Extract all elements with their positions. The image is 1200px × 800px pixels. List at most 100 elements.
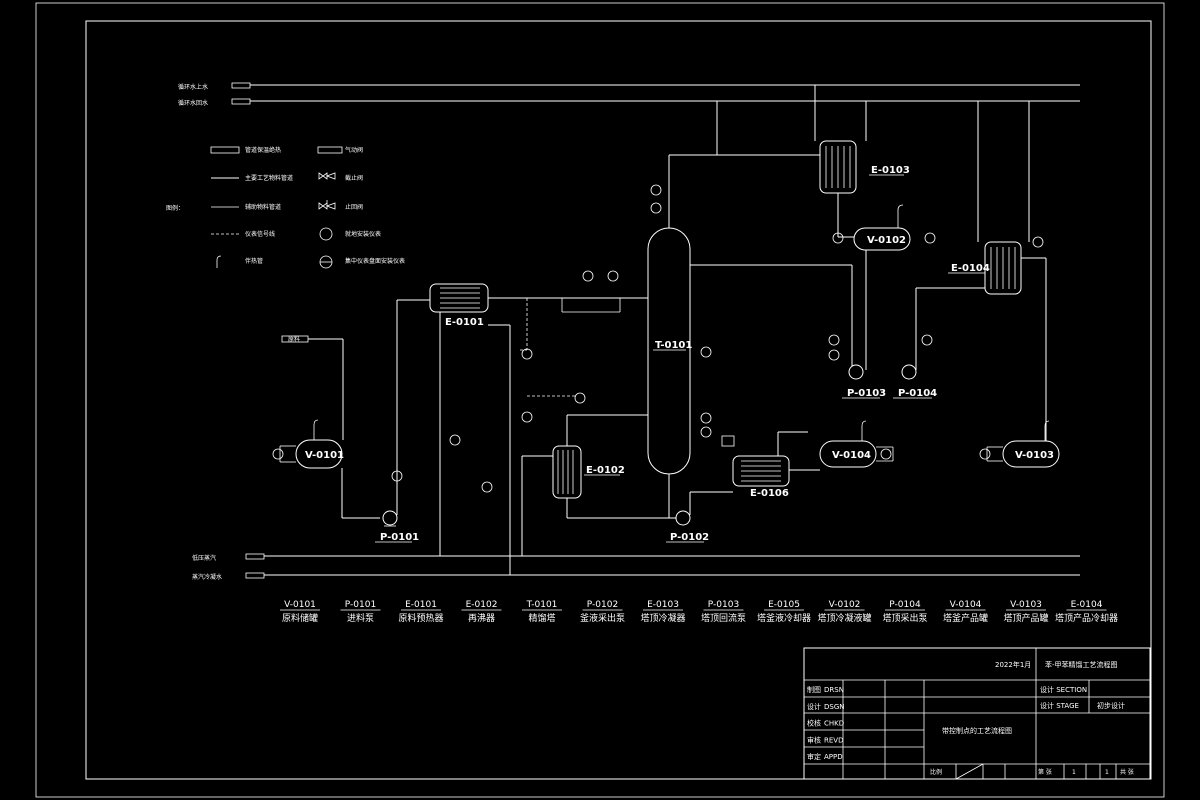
pump-p0104: P-0104 [893, 287, 985, 399]
equipment-list-name: 塔顶产品罐 [1003, 612, 1048, 624]
tb-role: 设计 [807, 702, 821, 711]
tag-p0103: P-0103 [847, 388, 886, 399]
tb-role-en: DSGN [824, 703, 845, 711]
tb-sheet-num: 1 [1072, 769, 1076, 776]
equipment-list-name: 原料预热器 [398, 612, 443, 624]
tag-e0102: E-0102 [586, 465, 625, 476]
vessel-v0101: V-0101 [272, 419, 380, 519]
legend-item: 就地安装仪表 [345, 230, 381, 238]
cooler-e0104: E-0104 [948, 101, 1047, 441]
tag-v0104: V-0104 [832, 450, 871, 461]
steam-condensate-label: 蒸汽冷凝水 [192, 573, 222, 581]
exchanger-e0106: E-0106 [721, 431, 820, 499]
circ-water-supply-label: 循环水上水 [178, 83, 208, 91]
tag-v0101: V-0101 [305, 450, 344, 461]
tb-drawing-title: 苯-甲苯精馏工艺流程图 [1045, 660, 1118, 669]
tag-e0106: E-0106 [750, 488, 789, 499]
equipment-list-tag: E-0103 [647, 600, 679, 610]
insulation-symbol [231, 98, 251, 105]
tb-stage-label: 设计 STAGE [1040, 701, 1079, 710]
feed-valve-station [520, 270, 621, 360]
circ-water-return-label: 循环水回水 [178, 99, 208, 107]
outer-frame [35, 2, 1165, 798]
equipment-list-tag: E-0101 [405, 600, 437, 610]
insulation-symbol [245, 572, 265, 579]
tag-v0102: V-0102 [867, 235, 906, 246]
column-t0101: T-0101 [647, 101, 852, 518]
equipment-list-tag: P-0103 [708, 600, 739, 610]
legend-item: 辅助物料管道 [245, 203, 281, 211]
equipment-list-tag: E-0102 [466, 600, 498, 610]
tb-role-en: REVD [824, 736, 843, 744]
tag-p0102: P-0102 [670, 532, 709, 543]
tag-e0104: E-0104 [951, 263, 990, 274]
condenser-e0103: E-0103 [814, 85, 910, 238]
equipment-list: V-0101原料储罐P-0101进料泵E-0101原料预热器E-0102再沸器T… [280, 600, 1118, 624]
inner-frame [85, 20, 1152, 780]
equipment-list-tag: V-0103 [1010, 600, 1042, 610]
equipment-list-name: 塔釜产品罐 [943, 612, 988, 624]
tb-stage-value: 初步设计 [1097, 701, 1125, 710]
equipment-list-name: 塔顶产品冷却器 [1055, 612, 1118, 624]
tb-sub-title: 带控制点的工艺流程图 [942, 726, 1012, 735]
equipment-list-name: 精馏塔 [528, 612, 555, 624]
legend-item: 集中仪表盘面安装仪表 [345, 257, 405, 265]
tag-e0103: E-0103 [871, 165, 910, 176]
tb-role: 制图 [807, 685, 821, 694]
equipment-list-name: 塔顶采出泵 [882, 612, 927, 624]
tb-role: 校核 [807, 719, 821, 728]
reboiler-e0102: E-0102 [481, 392, 677, 556]
legend-item: 仪表信号线 [245, 230, 275, 238]
equipment-list-tag: E-0104 [1071, 600, 1103, 610]
equipment-list-tag: P-0104 [889, 600, 921, 610]
tb-role: 审定 [807, 752, 821, 761]
legend-item: 截止阀 [345, 174, 363, 182]
tb-scale-label: 比例 [930, 768, 942, 776]
feed-label: 原料 [288, 335, 300, 343]
tag-t0101: T-0101 [655, 340, 692, 351]
equipment-list-tag: P-0101 [345, 600, 376, 610]
legend-item: 主要工艺物料管道 [245, 174, 293, 182]
tb-sheet-total: 1 [1105, 769, 1109, 776]
tb-role-en: DRSN [824, 686, 844, 694]
equipment-list-name: 再沸器 [468, 612, 495, 624]
tb-role-en: CHKD [824, 720, 844, 728]
pump-p0101: P-0101 [375, 299, 430, 543]
insulation-symbol [231, 82, 251, 89]
tb-date: 2022年1月 [995, 660, 1031, 669]
equipment-list-tag: T-0101 [526, 600, 558, 610]
equipment-list-tag: V-0101 [284, 600, 316, 610]
tb-role-en: APPD [824, 753, 843, 761]
legend-item: 伴热管 [245, 257, 263, 265]
legend-item: 气动阀 [345, 146, 363, 154]
tag-p0101: P-0101 [380, 532, 419, 543]
tag-p0104: P-0104 [898, 388, 937, 399]
pump-p0103: P-0103 [828, 334, 886, 399]
equipment-list-name: 塔顶冷凝液罐 [817, 612, 871, 624]
equipment-list-name: 塔顶回流泵 [701, 612, 746, 624]
equipment-list-tag: V-0102 [829, 600, 861, 610]
tb-role: 审核 [807, 735, 821, 744]
vessel-v0104: V-0104 [819, 420, 894, 468]
equipment-list-name: 塔釜液冷却器 [757, 612, 811, 624]
equipment-list-tag: P-0102 [587, 600, 618, 610]
tag-v0103: V-0103 [1015, 450, 1054, 461]
legend-item: 管道保温绝热 [245, 146, 281, 154]
equipment-list-name: 塔顶冷凝器 [640, 612, 685, 624]
insulation-symbol [245, 553, 265, 560]
equipment-list-name: 釜液采出泵 [580, 612, 625, 624]
low-pressure-steam-label: 低压蒸汽 [192, 554, 216, 562]
equipment-list-tag: V-0104 [950, 600, 982, 610]
legend-title: 图例： [166, 204, 184, 212]
vessel-v0103: V-0103 [979, 420, 1060, 468]
equipment-list-name: 进料泵 [347, 612, 374, 624]
tb-section-label: 设计 SECTION [1040, 685, 1087, 694]
tag-e0101: E-0101 [445, 317, 484, 328]
legend-item: 止回阀 [345, 203, 363, 211]
tb-total-label: 共 张 [1120, 768, 1134, 776]
legend: 图例： 管道保温绝热 主要工艺物料管道 辅助物料管道 仪表信号线 伴热管 截止阀… [166, 146, 405, 269]
vessel-v0102: V-0102 [832, 204, 936, 370]
title-block: 2022年1月 苯-甲苯精馏工艺流程图 设计 SECTION 设计 STAGE … [803, 647, 1151, 780]
exchanger-e0101: E-0101 [429, 283, 648, 575]
